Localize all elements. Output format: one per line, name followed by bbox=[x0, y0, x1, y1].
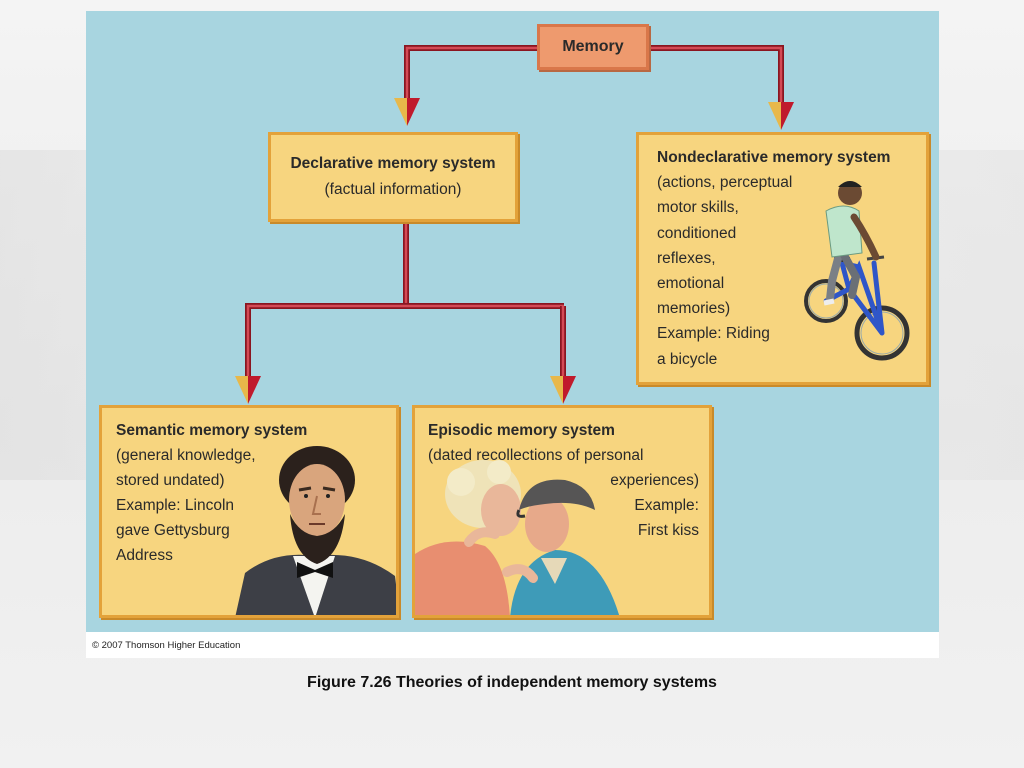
memory-root-label: Memory bbox=[562, 38, 624, 55]
episodic-memory-node: Episodic memory system (dated recollecti… bbox=[412, 405, 712, 618]
semantic-title: Semantic memory system bbox=[116, 422, 308, 439]
nondeclarative-title: Nondeclarative memory system bbox=[657, 149, 891, 166]
declarative-memory-node: Declarative memory system (factual infor… bbox=[268, 132, 518, 222]
semantic-line: Address bbox=[116, 547, 173, 564]
lincoln-portrait-illustration bbox=[235, 446, 396, 615]
episodic-line: experiences) bbox=[610, 472, 699, 489]
arrowhead-semantic bbox=[235, 376, 261, 404]
nondeclarative-memory-node: Nondeclarative memory system (actions, p… bbox=[636, 132, 929, 385]
connector-memory-to-nondeclarative bbox=[649, 45, 784, 104]
nondeclarative-line: memories) bbox=[657, 300, 731, 318]
connector-memory-to-declarative bbox=[404, 45, 537, 100]
arrowhead-declarative bbox=[394, 98, 420, 126]
semantic-line: Example: Lincoln bbox=[116, 497, 235, 514]
declarative-title: Declarative memory system bbox=[290, 155, 496, 172]
episodic-title: Episodic memory system bbox=[428, 422, 615, 439]
semantic-line: stored undated) bbox=[116, 472, 225, 489]
nondeclarative-line: reflexes, bbox=[657, 249, 716, 267]
declarative-subtitle: (factual information) bbox=[324, 181, 462, 198]
arrowhead-nondeclarative bbox=[768, 102, 794, 130]
episodic-line: (dated recollections of personal bbox=[428, 447, 644, 464]
nondeclarative-line: (actions, perceptual bbox=[657, 174, 793, 192]
nondeclarative-line: emotional bbox=[657, 275, 725, 293]
episodic-line: Example: bbox=[634, 497, 699, 514]
bicycle-rider-illustration bbox=[804, 181, 910, 361]
nondeclarative-line: Example: Riding bbox=[657, 325, 770, 343]
memory-root-node: Memory bbox=[537, 24, 649, 70]
nondeclarative-line: motor skills, bbox=[657, 199, 739, 217]
arrowhead-episodic bbox=[550, 376, 576, 404]
semantic-line: (general knowledge, bbox=[116, 447, 256, 464]
semantic-line: gave Gettysburg bbox=[116, 522, 230, 539]
copyright-strip: © 2007 Thomson Higher Education bbox=[86, 632, 939, 658]
figure-caption: Figure 7.26 Theories of independent memo… bbox=[307, 674, 717, 691]
nondeclarative-line: a bicycle bbox=[657, 350, 718, 368]
nondeclarative-line: conditioned bbox=[657, 224, 737, 242]
episodic-line: First kiss bbox=[637, 522, 699, 539]
copyright-text: © 2007 Thomson Higher Education bbox=[92, 640, 241, 651]
elderly-couple-kissing-illustration bbox=[415, 460, 620, 615]
connector-split-to-semantic bbox=[245, 303, 564, 378]
episodic-example-block: experiences) Example: First kiss bbox=[610, 468, 699, 543]
semantic-memory-node: Semantic memory system (general knowledg… bbox=[99, 405, 399, 618]
